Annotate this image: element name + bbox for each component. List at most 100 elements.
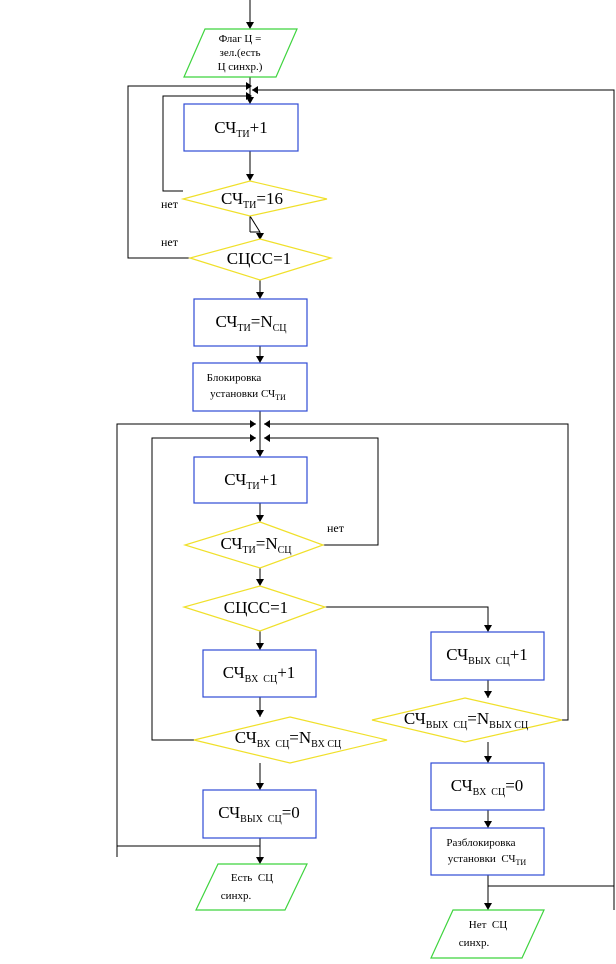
arrow-head xyxy=(264,420,270,428)
decision-ti-16: СЧТИ=16 xyxy=(180,180,328,217)
process-label: СЧТИ+1 xyxy=(224,470,277,492)
process-inc-vyx: СЧВЫХ СЦ+1 xyxy=(430,631,545,681)
loop-no-sc1 xyxy=(127,85,246,259)
process-box xyxy=(430,631,545,681)
loop-dvx xyxy=(151,437,256,741)
process-vx-zero: СЧВХ СЦ=0 xyxy=(430,762,545,811)
loop-right-vyx xyxy=(264,423,569,721)
arrowheads xyxy=(246,22,492,910)
decision-label: СЦСС=1 xyxy=(227,249,291,268)
process-box xyxy=(193,298,308,347)
arrow-head xyxy=(256,292,264,299)
connector-d16-to-sc xyxy=(249,215,261,233)
decision-diamond xyxy=(180,180,328,217)
io-yes-line2: синхр. xyxy=(221,890,252,902)
decision-label: СЧВЫХ СЦ=NВЫХ СЦ xyxy=(404,709,528,731)
process-block: Блокировка установки СЧТИ xyxy=(192,362,308,412)
arrow-head xyxy=(484,625,492,632)
arrow-head xyxy=(484,903,492,910)
arrow-head xyxy=(246,82,252,90)
loop-no-dn xyxy=(264,437,379,546)
decision-diamond xyxy=(187,238,334,281)
io-flag-line2: зел.(есть xyxy=(220,47,261,59)
decision-diamond xyxy=(193,716,388,764)
decision-scss-2: СЦСС=1 xyxy=(181,585,327,632)
loop-return-main xyxy=(252,89,615,887)
arrow-head xyxy=(256,857,264,864)
arrow-head xyxy=(484,821,492,828)
decision-scss-1: СЦСС=1 xyxy=(187,238,334,281)
io-flag-zc: Флаг Ц = зел.(есть Ц синхр.) xyxy=(183,28,298,78)
decision-diamond xyxy=(181,585,327,632)
arrow-head xyxy=(256,579,264,586)
decision-label: СЧТИ=NСЦ xyxy=(220,534,291,556)
arrow-head xyxy=(256,356,264,363)
process-label-line2: установки СЧТИ xyxy=(448,853,527,867)
decision-diamond xyxy=(182,521,325,569)
process-box xyxy=(192,362,308,412)
process-label-line2: установки СЧТИ xyxy=(210,388,286,402)
io-yes-line1: Есть СЦ xyxy=(231,872,273,884)
arrow-head xyxy=(246,22,254,29)
edge-label-no-3: нет xyxy=(327,521,345,535)
process-box xyxy=(202,789,317,839)
arrow-head xyxy=(252,86,258,94)
io-flag-line1: Флаг Ц = xyxy=(219,33,262,45)
arrow-head xyxy=(256,710,264,717)
arrow-head xyxy=(250,434,256,442)
process-inc-ti-2: СЧТИ+1 xyxy=(193,456,308,504)
decision-label: СЧВХ СЦ=NВХ СЦ xyxy=(235,728,341,750)
arrow-head xyxy=(256,233,264,240)
arrow-head xyxy=(246,92,252,100)
process-label-line1: Разблокировка xyxy=(446,837,515,849)
process-box xyxy=(202,649,317,698)
process-box xyxy=(193,456,308,504)
arrow-head xyxy=(256,643,264,650)
process-box xyxy=(183,103,299,152)
process-label: СЧВХ СЦ=0 xyxy=(451,776,524,798)
arrow-head xyxy=(246,97,254,104)
process-label: СЧВЫХ СЦ=0 xyxy=(218,803,300,825)
arrow-head xyxy=(256,450,264,457)
arrow-head xyxy=(250,420,256,428)
process-vyx-zero: СЧВЫХ СЦ=0 xyxy=(202,789,317,839)
process-inc-ti-1: СЧТИ+1 xyxy=(183,103,299,152)
loop-outer-left xyxy=(116,423,256,857)
arrow-head xyxy=(484,756,492,763)
io-parallelogram xyxy=(195,863,308,911)
process-label: СЧТИ+1 xyxy=(214,118,267,140)
loop-no-d16 xyxy=(162,95,246,192)
decision-vyx-n: СЧВЫХ СЦ=NВЫХ СЦ xyxy=(371,697,563,743)
io-no-line1: Нет СЦ xyxy=(469,919,507,931)
decision-ti-nsc: СЧТИ=NСЦ xyxy=(182,521,325,569)
connector-sc2-to-incvyx xyxy=(325,606,489,632)
edge-label-no-1: нет xyxy=(161,197,179,211)
process-label: СЧТИ=NСЦ xyxy=(215,312,286,334)
process-set-ti-nsc: СЧТИ=NСЦ xyxy=(193,298,308,347)
arrow-head xyxy=(484,691,492,698)
process-inc-vx: СЧВХ СЦ+1 xyxy=(202,649,317,698)
decision-label: СЧТИ=16 xyxy=(221,189,283,211)
arrow-head xyxy=(246,174,254,181)
io-parallelogram xyxy=(183,28,298,78)
process-box xyxy=(430,827,545,876)
io-yes-sync: Есть СЦ синхр. xyxy=(195,863,308,911)
process-box xyxy=(430,762,545,811)
process-label-line1: Блокировка xyxy=(207,372,262,384)
io-parallelogram xyxy=(430,909,545,959)
decision-diamond xyxy=(371,697,563,743)
process-label: СЧВХ СЦ+1 xyxy=(223,663,296,685)
arrow-head xyxy=(256,515,264,522)
io-no-sync: Нет СЦ синхр. xyxy=(430,909,545,959)
edge-label-no-2: нет xyxy=(161,235,179,249)
decision-label: СЦСС=1 xyxy=(224,598,288,617)
decision-vx-n: СЧВХ СЦ=NВХ СЦ xyxy=(193,716,388,764)
process-unblock: Разблокировка установки СЧТИ xyxy=(430,827,545,876)
arrow-head xyxy=(256,783,264,790)
io-flag-line3: Ц синхр.) xyxy=(218,61,263,73)
arrow-head xyxy=(264,434,270,442)
process-label: СЧВЫХ СЦ+1 xyxy=(446,645,528,667)
io-no-line2: синхр. xyxy=(459,937,490,949)
